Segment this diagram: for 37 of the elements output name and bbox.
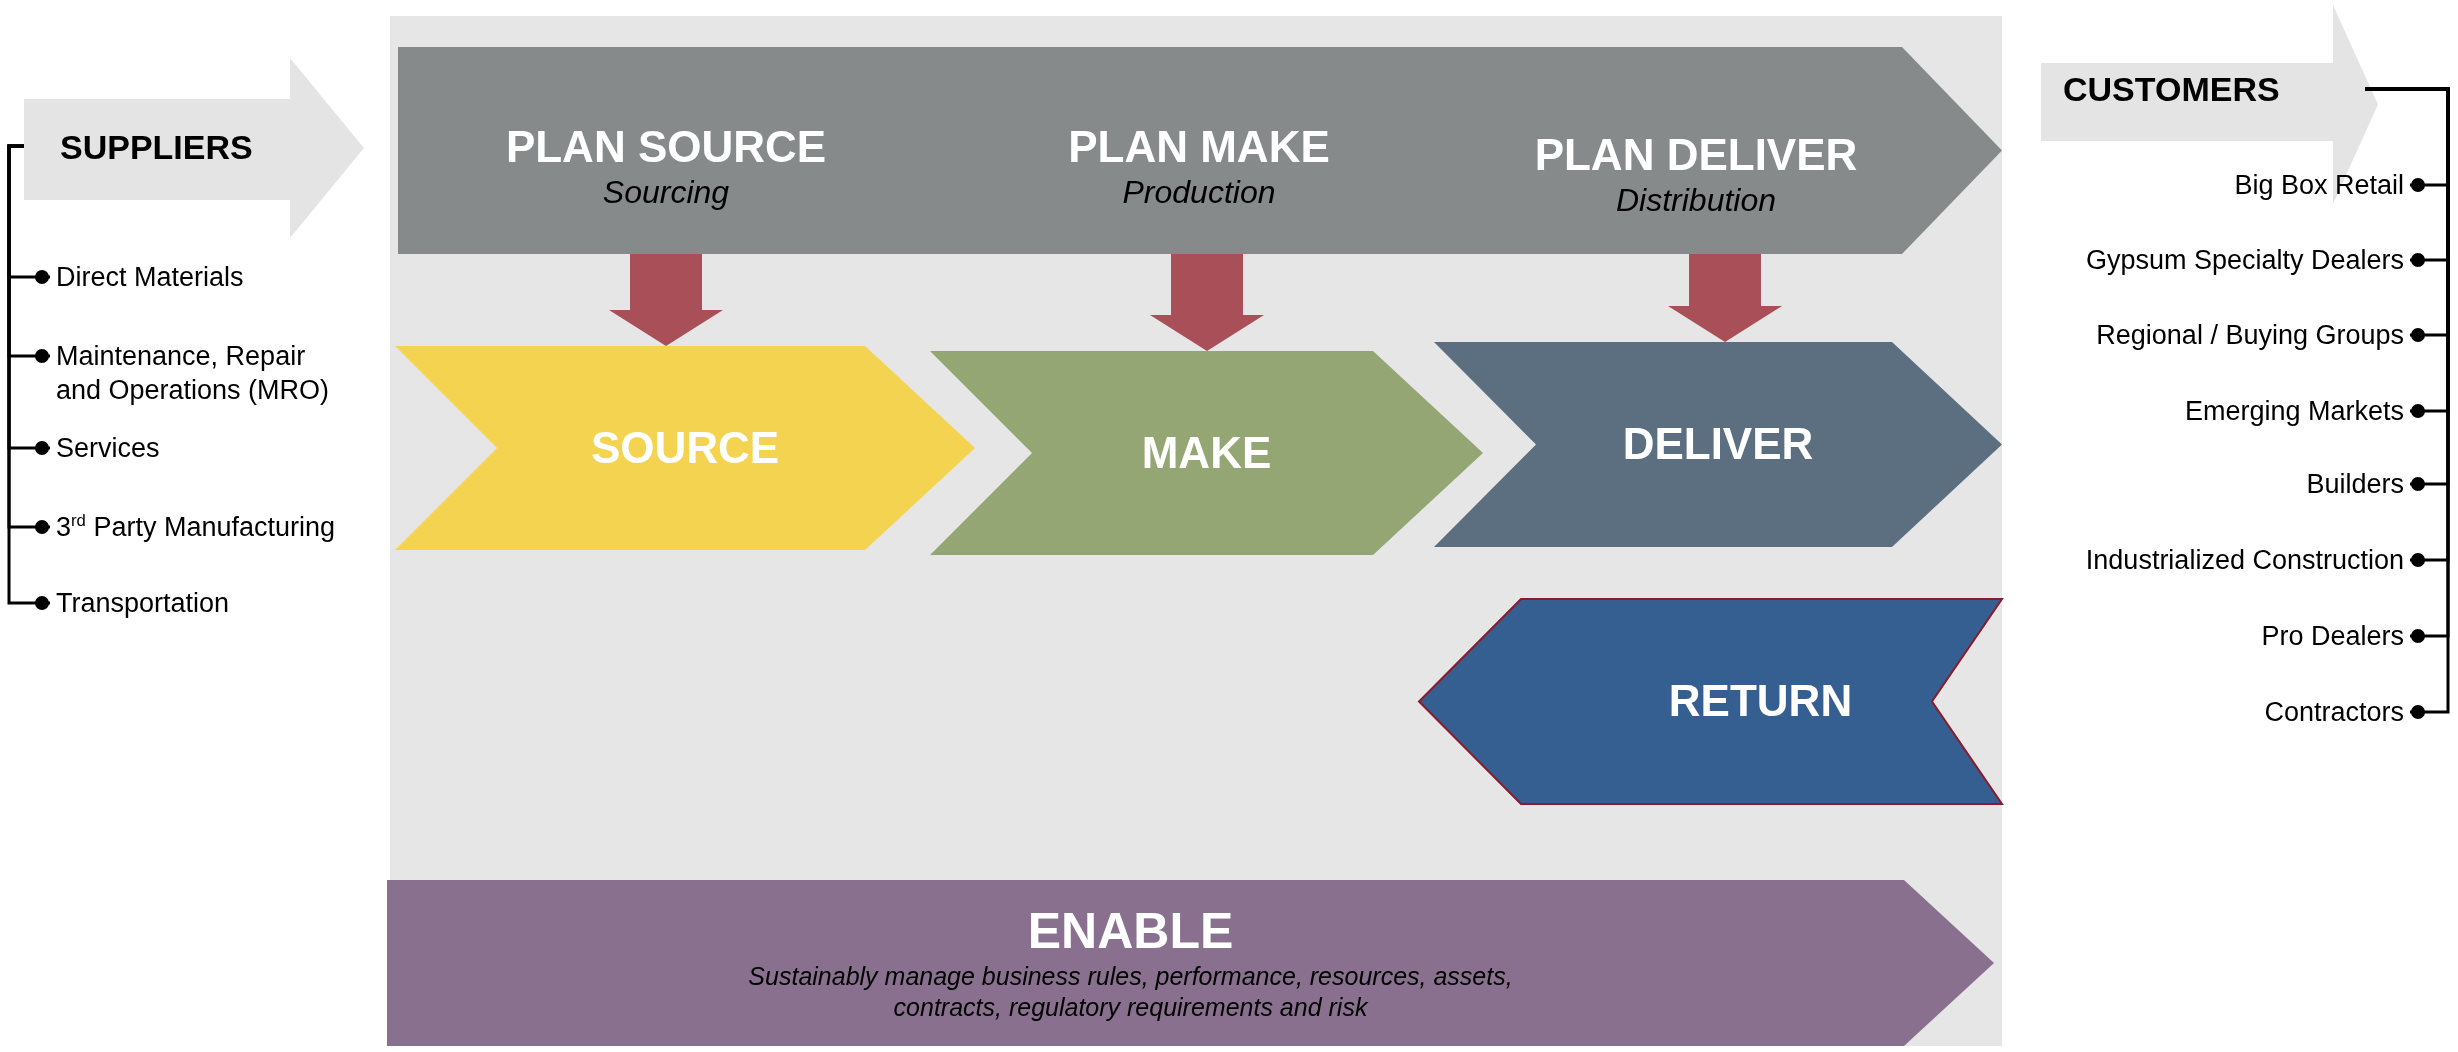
process-heading: PLAN DELIVER (1534, 129, 1858, 181)
process-heading: DELIVER (1622, 419, 1814, 470)
process-step-shape (1434, 342, 2002, 547)
customer-label: Big Box Retail (2234, 168, 2410, 202)
customer-label: Emerging Markets (2184, 394, 2410, 428)
process-heading: RETURN (1668, 676, 1853, 727)
plan-band (398, 47, 2002, 254)
process-description: Production (1122, 173, 1276, 213)
process-description: Sourcing (602, 173, 730, 213)
process-heading: ENABLE (1027, 903, 1234, 961)
supplier-label: Maintenance, Repair and Operations (MRO) (50, 339, 340, 407)
customer-label: Industrialized Construction (2085, 543, 2410, 577)
process-heading: SUPPLIERS (60, 128, 253, 168)
supplier-label: Transportation (50, 586, 230, 620)
down-arrow (1668, 254, 1782, 342)
supplier-label: 3$^{rd}$ Party Manufacturing (50, 510, 336, 544)
process-heading: PLAN MAKE (1068, 121, 1330, 173)
return-step-shape (1419, 599, 2002, 804)
arrow-shape (24, 58, 364, 238)
process-heading: CUSTOMERS (2063, 69, 2280, 110)
process-heading: MAKE (1141, 427, 1272, 479)
process-heading: PLAN SOURCE (505, 121, 827, 173)
process-heading: SOURCE (590, 422, 780, 474)
supplier-label: Services (50, 431, 160, 465)
customer-label: Gypsum Specialty Dealers (2085, 243, 2410, 277)
customer-label: Regional / Buying Groups (2096, 318, 2410, 352)
process-step-shape (395, 346, 975, 550)
customer-label: Builders (2306, 467, 2410, 501)
supplier-label: Direct Materials (50, 260, 244, 294)
down-arrow (609, 254, 723, 346)
process-description: Distribution (1615, 181, 1777, 221)
bracket-connector (7, 144, 50, 610)
customer-label: Pro Dealers (2261, 619, 2410, 653)
down-arrow (1150, 254, 1264, 351)
customer-label: Contractors (2264, 695, 2410, 729)
process-description: Sustainably manage business rules, performance, resources, assets, contracts, regulatory requirements and risk (747, 960, 1514, 1023)
process-step-shape (930, 351, 1483, 555)
